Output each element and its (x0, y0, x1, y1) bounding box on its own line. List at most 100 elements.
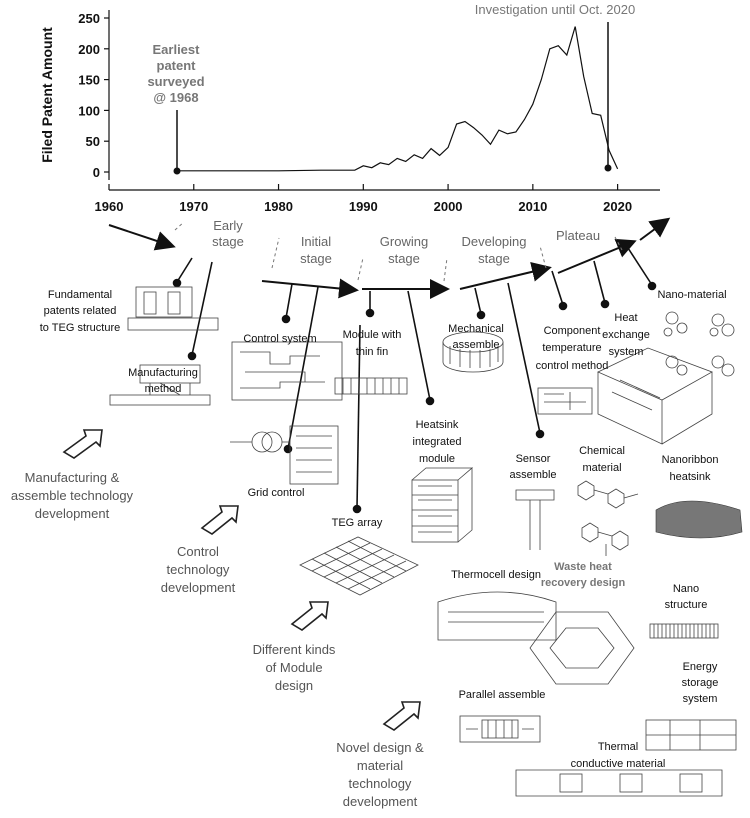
label-nano-structure-2: structure (665, 599, 708, 611)
area-module-3: design (275, 678, 313, 693)
label-heat-exchange-2: exchange (602, 329, 650, 341)
label-parallel: Parallel assemble (459, 689, 546, 701)
label-fundamental-1: Fundamental (48, 289, 112, 301)
label-thermal-1: Thermal (598, 741, 638, 753)
label-thermocell: Thermocell design (451, 569, 541, 581)
label-energy-1: Energy (683, 661, 718, 673)
area-control-2: technology (167, 562, 230, 577)
sensor-assemble-sketch (515, 489, 555, 550)
earliest-marker-dot (173, 167, 181, 175)
area-control-1: Control (177, 544, 219, 559)
label-nanoribbon-2: heatsink (670, 471, 711, 483)
y-axis-label: Filed Patent Amount (39, 27, 55, 163)
x-tick-label: 1990 (349, 199, 378, 214)
investigation-annotation: Investigation until Oct. 2020 (475, 2, 635, 17)
label-manufacturing-2: method (145, 383, 182, 395)
y-tick-label: 150 (78, 73, 100, 88)
area-manufacturing-3: development (35, 506, 110, 521)
label-chemical-1: Chemical (579, 445, 625, 457)
technology-labels: Fundamental patents related to TEG struc… (40, 289, 727, 770)
series-line (176, 26, 619, 172)
stage-initial-2: stage (300, 251, 332, 266)
label-mechanical-1: Mechanical (448, 323, 504, 335)
label-waste-heat-2: recovery design (541, 577, 626, 589)
area-module-2: of Module (265, 660, 322, 675)
timeline-segment-initial (261, 278, 359, 299)
thermal-conductive-sketch (515, 769, 723, 797)
area-manufacturing-2: assemble technology (11, 488, 134, 503)
thin-fin-module-sketch (334, 377, 408, 395)
mechanical-assemble-sketch (442, 331, 504, 373)
x-tick-label: 1980 (264, 199, 293, 214)
teg-array-sketch (299, 536, 419, 596)
y-tick-label: 0 (93, 165, 100, 180)
technology-sketches (62, 286, 743, 797)
label-module-fin-2: thin fin (356, 346, 388, 358)
hollow-arrow-1 (62, 429, 103, 459)
nanoribbon-heatsink-sketch (655, 500, 743, 539)
y-tick-label: 200 (78, 42, 100, 57)
timeline-segment-early (108, 224, 176, 251)
energy-storage-sketch (645, 719, 737, 751)
label-control-system: Control system (243, 333, 316, 345)
area-manufacturing-1: Manufacturing & (25, 470, 120, 485)
stage-early-2: stage (212, 234, 244, 249)
area-novel-3: technology (349, 776, 412, 791)
label-component-2: temperature (542, 342, 601, 354)
label-heat-exchange-1: Heat (614, 312, 637, 324)
label-chemical-2: material (582, 462, 621, 474)
earliest-annotation-line2: patent (157, 58, 197, 73)
area-novel-2: material (357, 758, 403, 773)
label-energy-3: system (683, 693, 718, 705)
stage-growing-1: Growing (380, 234, 428, 249)
y-tick-label: 100 (78, 103, 100, 118)
area-control-3: development (161, 580, 236, 595)
label-module-fin-1: Module with (343, 329, 402, 341)
divider-5 (539, 245, 547, 269)
x-tick-label: 2000 (434, 199, 463, 214)
component-temperature-sketch (537, 387, 593, 415)
earliest-annotation-line1: Earliest (153, 42, 201, 57)
y-tick-label: 250 (78, 11, 100, 26)
label-mechanical-2: assemble (452, 339, 499, 351)
stage-developing-2: stage (478, 251, 510, 266)
x-tick-label: 1970 (179, 199, 208, 214)
divider-1 (174, 221, 185, 231)
area-module-1: Different kinds (253, 642, 336, 657)
label-heatsink-1: Heatsink (416, 419, 459, 431)
teg-structure-sketch (127, 286, 219, 331)
label-fundamental-3: to TEG structure (40, 322, 121, 334)
grid-control-sketch (230, 425, 339, 485)
label-thermal-2: conductive material (571, 758, 666, 770)
area-novel-1: Novel design & (336, 740, 424, 755)
x-tick-label: 1960 (95, 199, 124, 214)
label-manufacturing-1: Manufacturing (128, 367, 198, 379)
x-tick-label: 2010 (518, 199, 547, 214)
connectors (172, 247, 657, 514)
label-fundamental-2: patents related (44, 305, 117, 317)
stage-early-1: Early (213, 218, 243, 233)
patent-chart: Filed Patent Amount 0 50 100 150 200 250 1960… (39, 2, 660, 214)
divider-3 (357, 257, 364, 281)
manufacturing-sketch (109, 364, 211, 406)
hollow-arrow-3 (290, 601, 329, 631)
label-heatsink-3: module (419, 453, 455, 465)
timeline-arrows: Early stage Initial stage Growing stage … (108, 217, 671, 299)
waste-heat-recovery-sketch (529, 611, 635, 685)
stage-initial-1: Initial (301, 234, 331, 249)
y-tick-label: 50 (86, 134, 100, 149)
label-teg-array: TEG array (332, 517, 383, 529)
label-sensor-2: assemble (509, 469, 556, 481)
hollow-arrow-4 (382, 701, 421, 731)
control-system-sketch (231, 341, 343, 401)
stage-plateau: Plateau (556, 228, 600, 243)
heatsink-module-sketch (411, 467, 474, 543)
label-energy-2: storage (682, 677, 719, 689)
label-nano-structure-1: Nano (673, 583, 699, 595)
label-sensor-1: Sensor (516, 453, 551, 465)
divider-6 (614, 236, 623, 251)
y-ticks: 0 50 100 150 200 250 (78, 11, 109, 180)
label-nanoribbon-1: Nanoribbon (662, 454, 719, 466)
timeline-segment-developing (459, 261, 552, 290)
